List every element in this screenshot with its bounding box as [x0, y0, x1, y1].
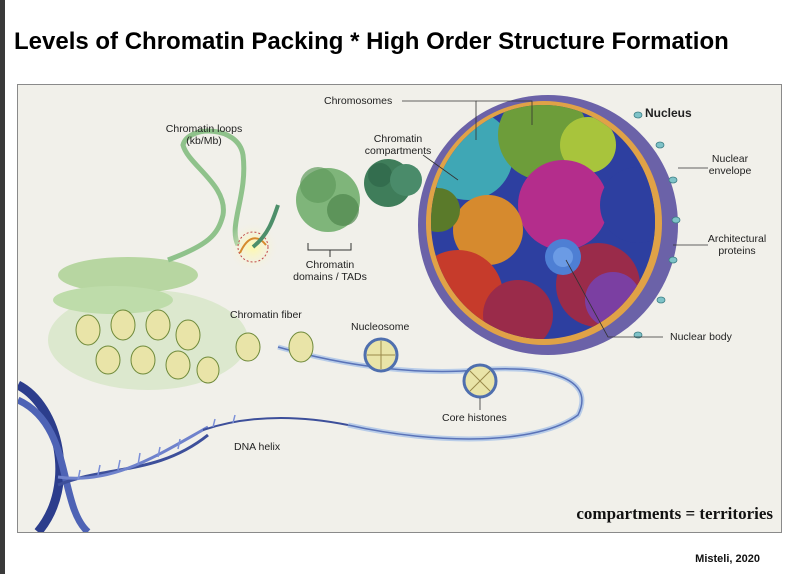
leader-lines	[402, 100, 708, 410]
core-histones-label: Core histones	[442, 412, 507, 424]
nuclear-envelope-label: Nuclear envelope	[708, 153, 752, 177]
dna-fiber-strand	[277, 344, 585, 442]
source-credit: Misteli, 2020	[695, 553, 760, 565]
compartments-equation: compartments = territories	[576, 504, 773, 523]
chromatin-fiber-label: Chromatin fiber	[230, 309, 302, 321]
architectural-proteins-label: Architectural proteins	[707, 233, 767, 257]
nuclear-body-label: Nuclear body	[670, 331, 732, 343]
left-edge-bar	[0, 0, 5, 574]
chromatin-fiber	[48, 257, 314, 390]
chromatin-loop	[167, 128, 247, 263]
chromatin-domains-tads	[296, 159, 422, 232]
chromatin-domains-label: Chromatin domains / TADs	[293, 259, 367, 283]
nucleosome-icon	[363, 337, 399, 373]
dna-helix	[18, 380, 349, 532]
nucleosome-label: Nucleosome	[351, 321, 410, 333]
page-title: Levels of Chromatin Packing * High Order…	[14, 28, 729, 55]
chromatin-compartments-label: Chromatin compartments	[364, 133, 432, 157]
diagram-artwork	[18, 95, 708, 532]
chromatin-diagram: Chromosomes Nucleus Chromatin loops (kb/…	[17, 84, 782, 533]
chromatin-loops-label: Chromatin loops (kb/Mb)	[165, 123, 243, 147]
chromosomes-label: Chromosomes	[324, 95, 393, 107]
nucleus	[418, 95, 681, 355]
dna-helix-label: DNA helix	[234, 441, 281, 453]
core-histones-icon	[462, 363, 498, 399]
nucleus-label: Nucleus	[645, 106, 692, 120]
